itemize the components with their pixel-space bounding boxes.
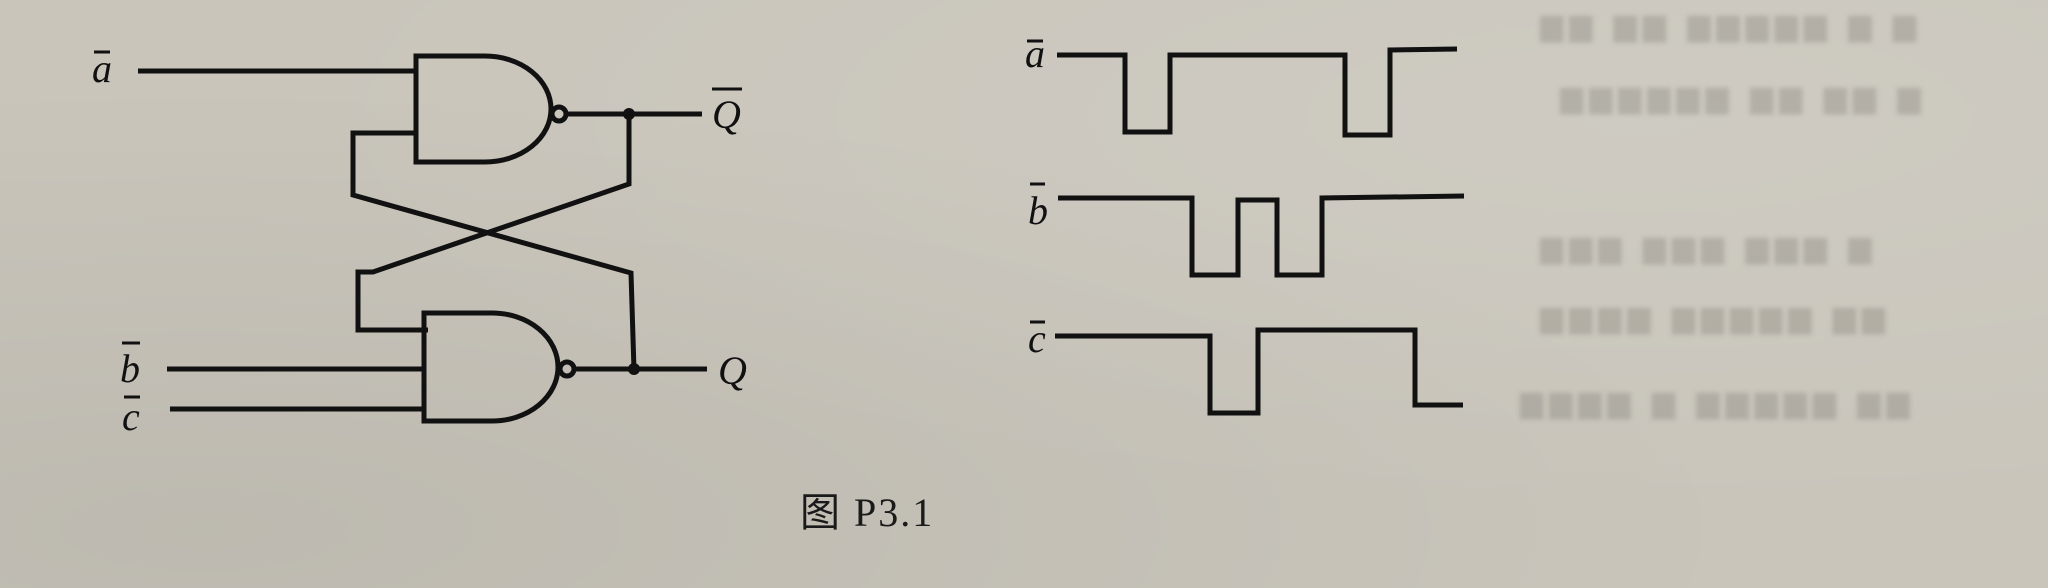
waveform-labels: a b c: [1025, 31, 1048, 361]
inversion-bubble-upper: [549, 104, 569, 124]
label-q-bar: Q: [712, 87, 742, 137]
bleed-through-text: ▆▆▆▆ ▆▆▆▆▆ ▆▆: [1540, 300, 1891, 335]
circuit-labels: a b c Q Q: [92, 46, 747, 439]
bleed-through-text: ▆▆▆ ▆▆▆ ▆▆▆ ▆: [1540, 230, 1878, 265]
svg-text:Q: Q: [712, 92, 741, 137]
svg-text:b: b: [1028, 188, 1048, 233]
nand-gate-upper: [413, 53, 554, 165]
svg-text:c: c: [1028, 316, 1046, 361]
label-c-bar: c: [122, 394, 140, 439]
wire-q-feedback: [350, 130, 637, 371]
svg-text:c: c: [122, 394, 140, 439]
wave-label-c-bar: c: [1028, 316, 1046, 361]
bleed-through-text: ▆▆ ▆▆ ▆▆▆▆▆ ▆ ▆: [1540, 8, 1922, 43]
latch-circuit: [138, 53, 707, 424]
label-q: Q: [718, 348, 747, 393]
svg-text:Q: Q: [718, 348, 747, 393]
junction-dot-q: [628, 363, 640, 375]
wave-label-a-bar: a: [1025, 31, 1045, 76]
svg-text:a: a: [92, 46, 112, 91]
nand-gate-lower: [421, 310, 561, 424]
inversion-bubble-lower: [557, 359, 577, 379]
waveform-a-bar: [1057, 46, 1458, 138]
figure-caption: 图 P3.1: [800, 490, 935, 535]
timing-diagram: [1055, 46, 1465, 416]
wave-label-b-bar: b: [1028, 182, 1048, 233]
svg-text:b: b: [120, 346, 140, 391]
bleed-through-text: ▆▆▆▆▆▆ ▆▆ ▆▆ ▆: [1560, 80, 1927, 115]
label-a-bar: a: [92, 46, 112, 91]
bleed-through-text: ▆▆▆▆ ▆ ▆▆▆▆▆ ▆▆: [1520, 385, 1916, 420]
wire-qbar-feedback: [355, 114, 632, 333]
waveform-b-bar: [1058, 193, 1465, 278]
svg-text:a: a: [1025, 31, 1045, 76]
label-b-bar: b: [120, 341, 140, 391]
junction-dot-qbar: [623, 108, 635, 120]
waveform-c-bar: [1055, 327, 1463, 416]
